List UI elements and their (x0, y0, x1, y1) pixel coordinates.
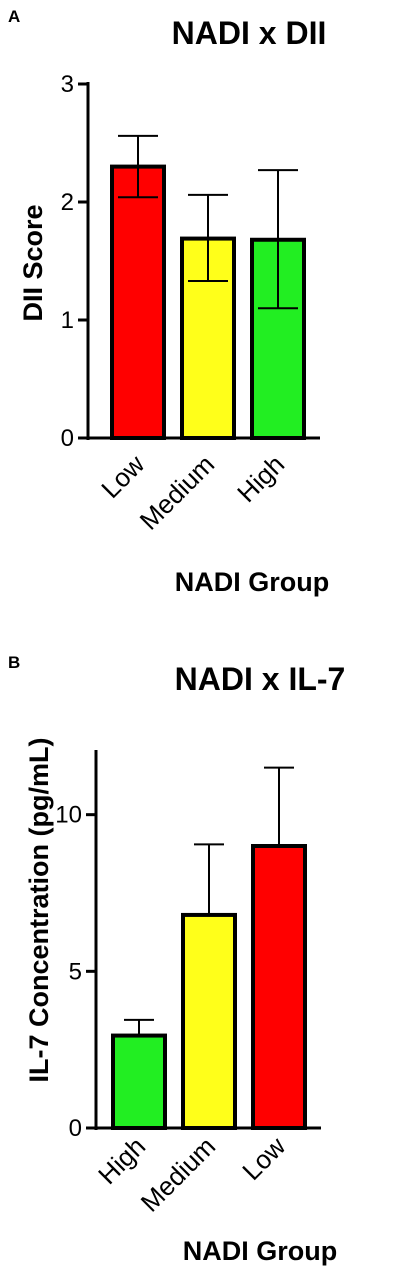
category-label: Medium (135, 1131, 222, 1218)
x-axis-label: NADI Group (175, 567, 330, 597)
panel-a: A NADI x DII DII Score NADI Group LowMed… (8, 7, 329, 597)
y-axis-label: DII Score (18, 204, 48, 321)
bar-low (110, 164, 166, 440)
panel-letter: B (8, 653, 20, 672)
category-label: High (231, 449, 290, 508)
y-tick-label: 1 (61, 307, 74, 334)
y-tick-label: 0 (69, 1115, 82, 1142)
bar-medium (181, 912, 237, 1131)
chart-title: NADI x DII (172, 15, 327, 51)
panel-letter: A (8, 7, 20, 26)
y-tick-label: 0 (61, 425, 74, 452)
category-label: Low (95, 449, 150, 504)
chart-title: NADI x IL-7 (175, 661, 346, 697)
y-tick-label: 2 (61, 189, 74, 216)
category-label: Medium (134, 449, 221, 536)
category-label: Low (236, 1131, 291, 1186)
panel-b: B NADI x IL-7 IL-7 Concentration (pg/mL)… (8, 653, 345, 1266)
y-axis-label: IL-7 Concentration (pg/mL) (24, 738, 54, 1083)
bar-low (251, 844, 307, 1130)
y-tick-label: 10 (55, 802, 82, 829)
bar-high (111, 1033, 167, 1130)
y-tick-label: 5 (69, 958, 82, 985)
y-tick-label: 3 (61, 71, 74, 98)
category-label: High (92, 1131, 151, 1190)
x-axis-label: NADI Group (183, 1236, 338, 1266)
